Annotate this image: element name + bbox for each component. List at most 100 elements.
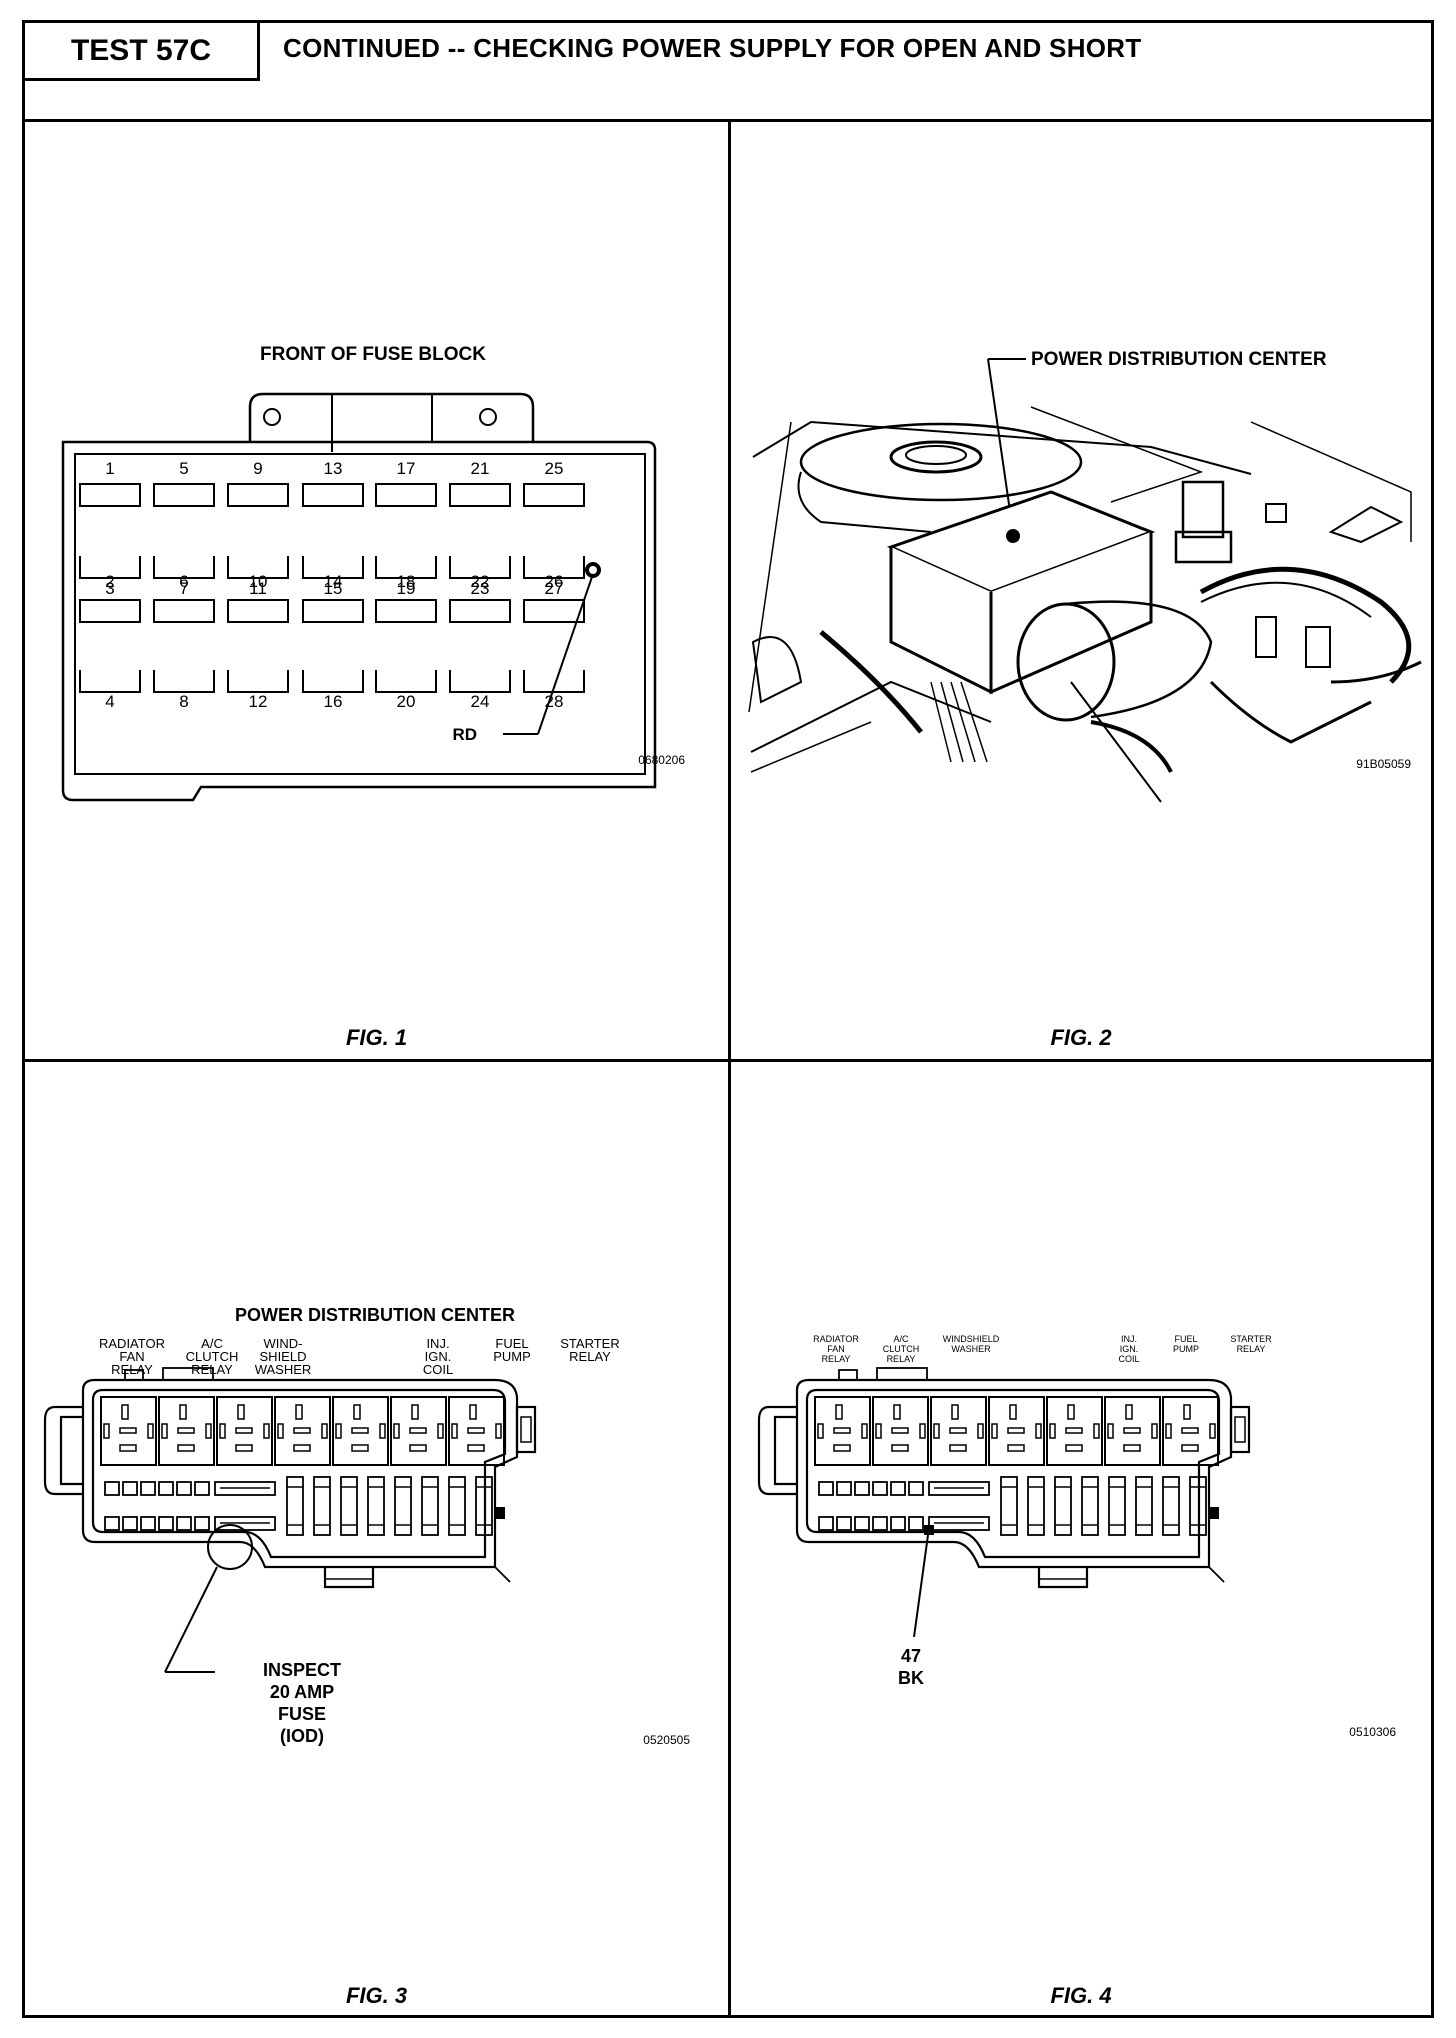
relay (274, 1396, 331, 1466)
relay (216, 1396, 273, 1466)
fuse-slot (227, 599, 289, 623)
maxi-fuse (367, 1476, 385, 1536)
relay-label: COIL (1118, 1354, 1139, 1364)
pdc-diagram-fig3: POWER DISTRIBUTION CENTER RADIATORFANREL… (43, 1305, 690, 1747)
fuse-number: 23 (471, 579, 490, 598)
fuse-slot (449, 599, 511, 623)
fuse-slot (153, 556, 215, 579)
mini-fuse (104, 1481, 120, 1496)
relay-label: WINDSHIELD (943, 1334, 1000, 1344)
document-page: TEST 57C CONTINUED -- CHECKING POWER SUP… (22, 20, 1434, 2018)
maxi-fuse (1162, 1476, 1180, 1536)
fuse-number: 6 (179, 572, 188, 591)
fuse-number: 19 (397, 579, 416, 598)
relay (988, 1396, 1045, 1466)
fig3-code: 0520505 (643, 1733, 690, 1747)
wire-callout-1: 47 (901, 1646, 921, 1666)
fuse-slot (79, 670, 141, 693)
mini-fuse (122, 1481, 138, 1496)
relay-label: RELAY (887, 1354, 916, 1364)
relay-label: CLUTCH (883, 1344, 920, 1354)
relay-label: SHIELD (260, 1349, 307, 1364)
relay-label: RADIATOR (99, 1336, 165, 1351)
relay-label: RELAY (822, 1354, 851, 1364)
maxi-fuse (394, 1476, 412, 1536)
relay-label: A/C (201, 1336, 223, 1351)
mini-fuse (140, 1481, 156, 1496)
fuse-slot (375, 599, 437, 623)
mini-fuse (908, 1516, 924, 1531)
mini-fuse (836, 1516, 852, 1531)
fuse-slot (449, 556, 511, 579)
fig1-title: FRONT OF FUSE BLOCK (260, 344, 486, 365)
fuse-number: 4 (105, 692, 114, 711)
fuse-number: 7 (179, 579, 188, 598)
fuse-number: 10 (249, 572, 268, 591)
maxi-fuse (1027, 1476, 1045, 1536)
fuse-slot (449, 670, 511, 693)
page-title: CONTINUED -- CHECKING POWER SUPPLY FOR O… (283, 33, 1142, 63)
fig4-caption: FIG. 4 (1050, 1983, 1112, 2008)
fuse-slot (227, 670, 289, 693)
fuse-slot (227, 556, 289, 579)
fig3-title: POWER DISTRIBUTION CENTER (235, 1305, 515, 1325)
test-id: TEST 57C (25, 23, 260, 81)
fig3-caption: FIG. 3 (345, 1983, 408, 2008)
mini-fuse (194, 1481, 210, 1496)
fuse-number: 12 (249, 692, 268, 711)
fuse-slot (523, 599, 585, 623)
relay (1162, 1396, 1219, 1466)
maxi-fuse (313, 1476, 331, 1536)
fuse-number: 20 (397, 692, 416, 711)
fuse-number: 15 (324, 579, 343, 598)
pdc-outline (757, 1367, 1251, 1589)
maxi-fuse (448, 1476, 466, 1536)
maxi-fuse (1000, 1476, 1018, 1536)
fuse-slot (375, 483, 437, 507)
relay-label: COIL (423, 1362, 453, 1377)
fuse-slot (523, 670, 585, 693)
mini-fuse (140, 1516, 156, 1531)
maxi-fuse (475, 1476, 493, 1536)
fuse-slot (153, 670, 215, 693)
relay-label: A/C (893, 1334, 909, 1344)
mini-fuse (158, 1481, 174, 1496)
relay-label: IGN. (425, 1349, 452, 1364)
fig2-caption: FIG. 2 (1050, 1025, 1112, 1050)
inspect-callout-4: (IOD) (280, 1726, 324, 1746)
relay (930, 1396, 987, 1466)
fuse-slot (449, 483, 511, 507)
mini-fuse (872, 1516, 888, 1531)
mini-fuse (194, 1516, 210, 1531)
fuse-slot (523, 483, 585, 507)
fuse-number: 9 (253, 459, 262, 478)
fig2-panel: POWER DISTRIBUTION CENTER (731, 122, 1431, 1062)
relay (872, 1396, 929, 1466)
mini-fuse (122, 1516, 138, 1531)
relay-label: FAN (827, 1344, 845, 1354)
rd-callout: RD (452, 725, 477, 744)
fig1-code: 0680206 (638, 753, 685, 767)
fuse-number: 18 (397, 572, 416, 591)
inspect-callout-3: FUSE (278, 1704, 326, 1724)
relay (390, 1396, 447, 1466)
fuse-number: 8 (179, 692, 188, 711)
fuse-number: 2 (105, 572, 114, 591)
fuse-slot (375, 556, 437, 579)
relay (1046, 1396, 1103, 1466)
fig2-code: 91B05059 (1356, 757, 1411, 771)
maxi-fuse (1108, 1476, 1126, 1536)
maxi-fuse (1135, 1476, 1153, 1536)
mini-fuse (158, 1516, 174, 1531)
relay-label: RELAY (1237, 1344, 1266, 1354)
relay (100, 1396, 157, 1466)
mini-fuse (890, 1516, 906, 1531)
fuse-slot (302, 483, 364, 507)
mini-fuse (818, 1481, 834, 1496)
maxi-fuse (421, 1476, 439, 1536)
fuse-number: 21 (471, 459, 490, 478)
relay (448, 1396, 505, 1466)
relay-label: CLUTCH (186, 1349, 239, 1364)
